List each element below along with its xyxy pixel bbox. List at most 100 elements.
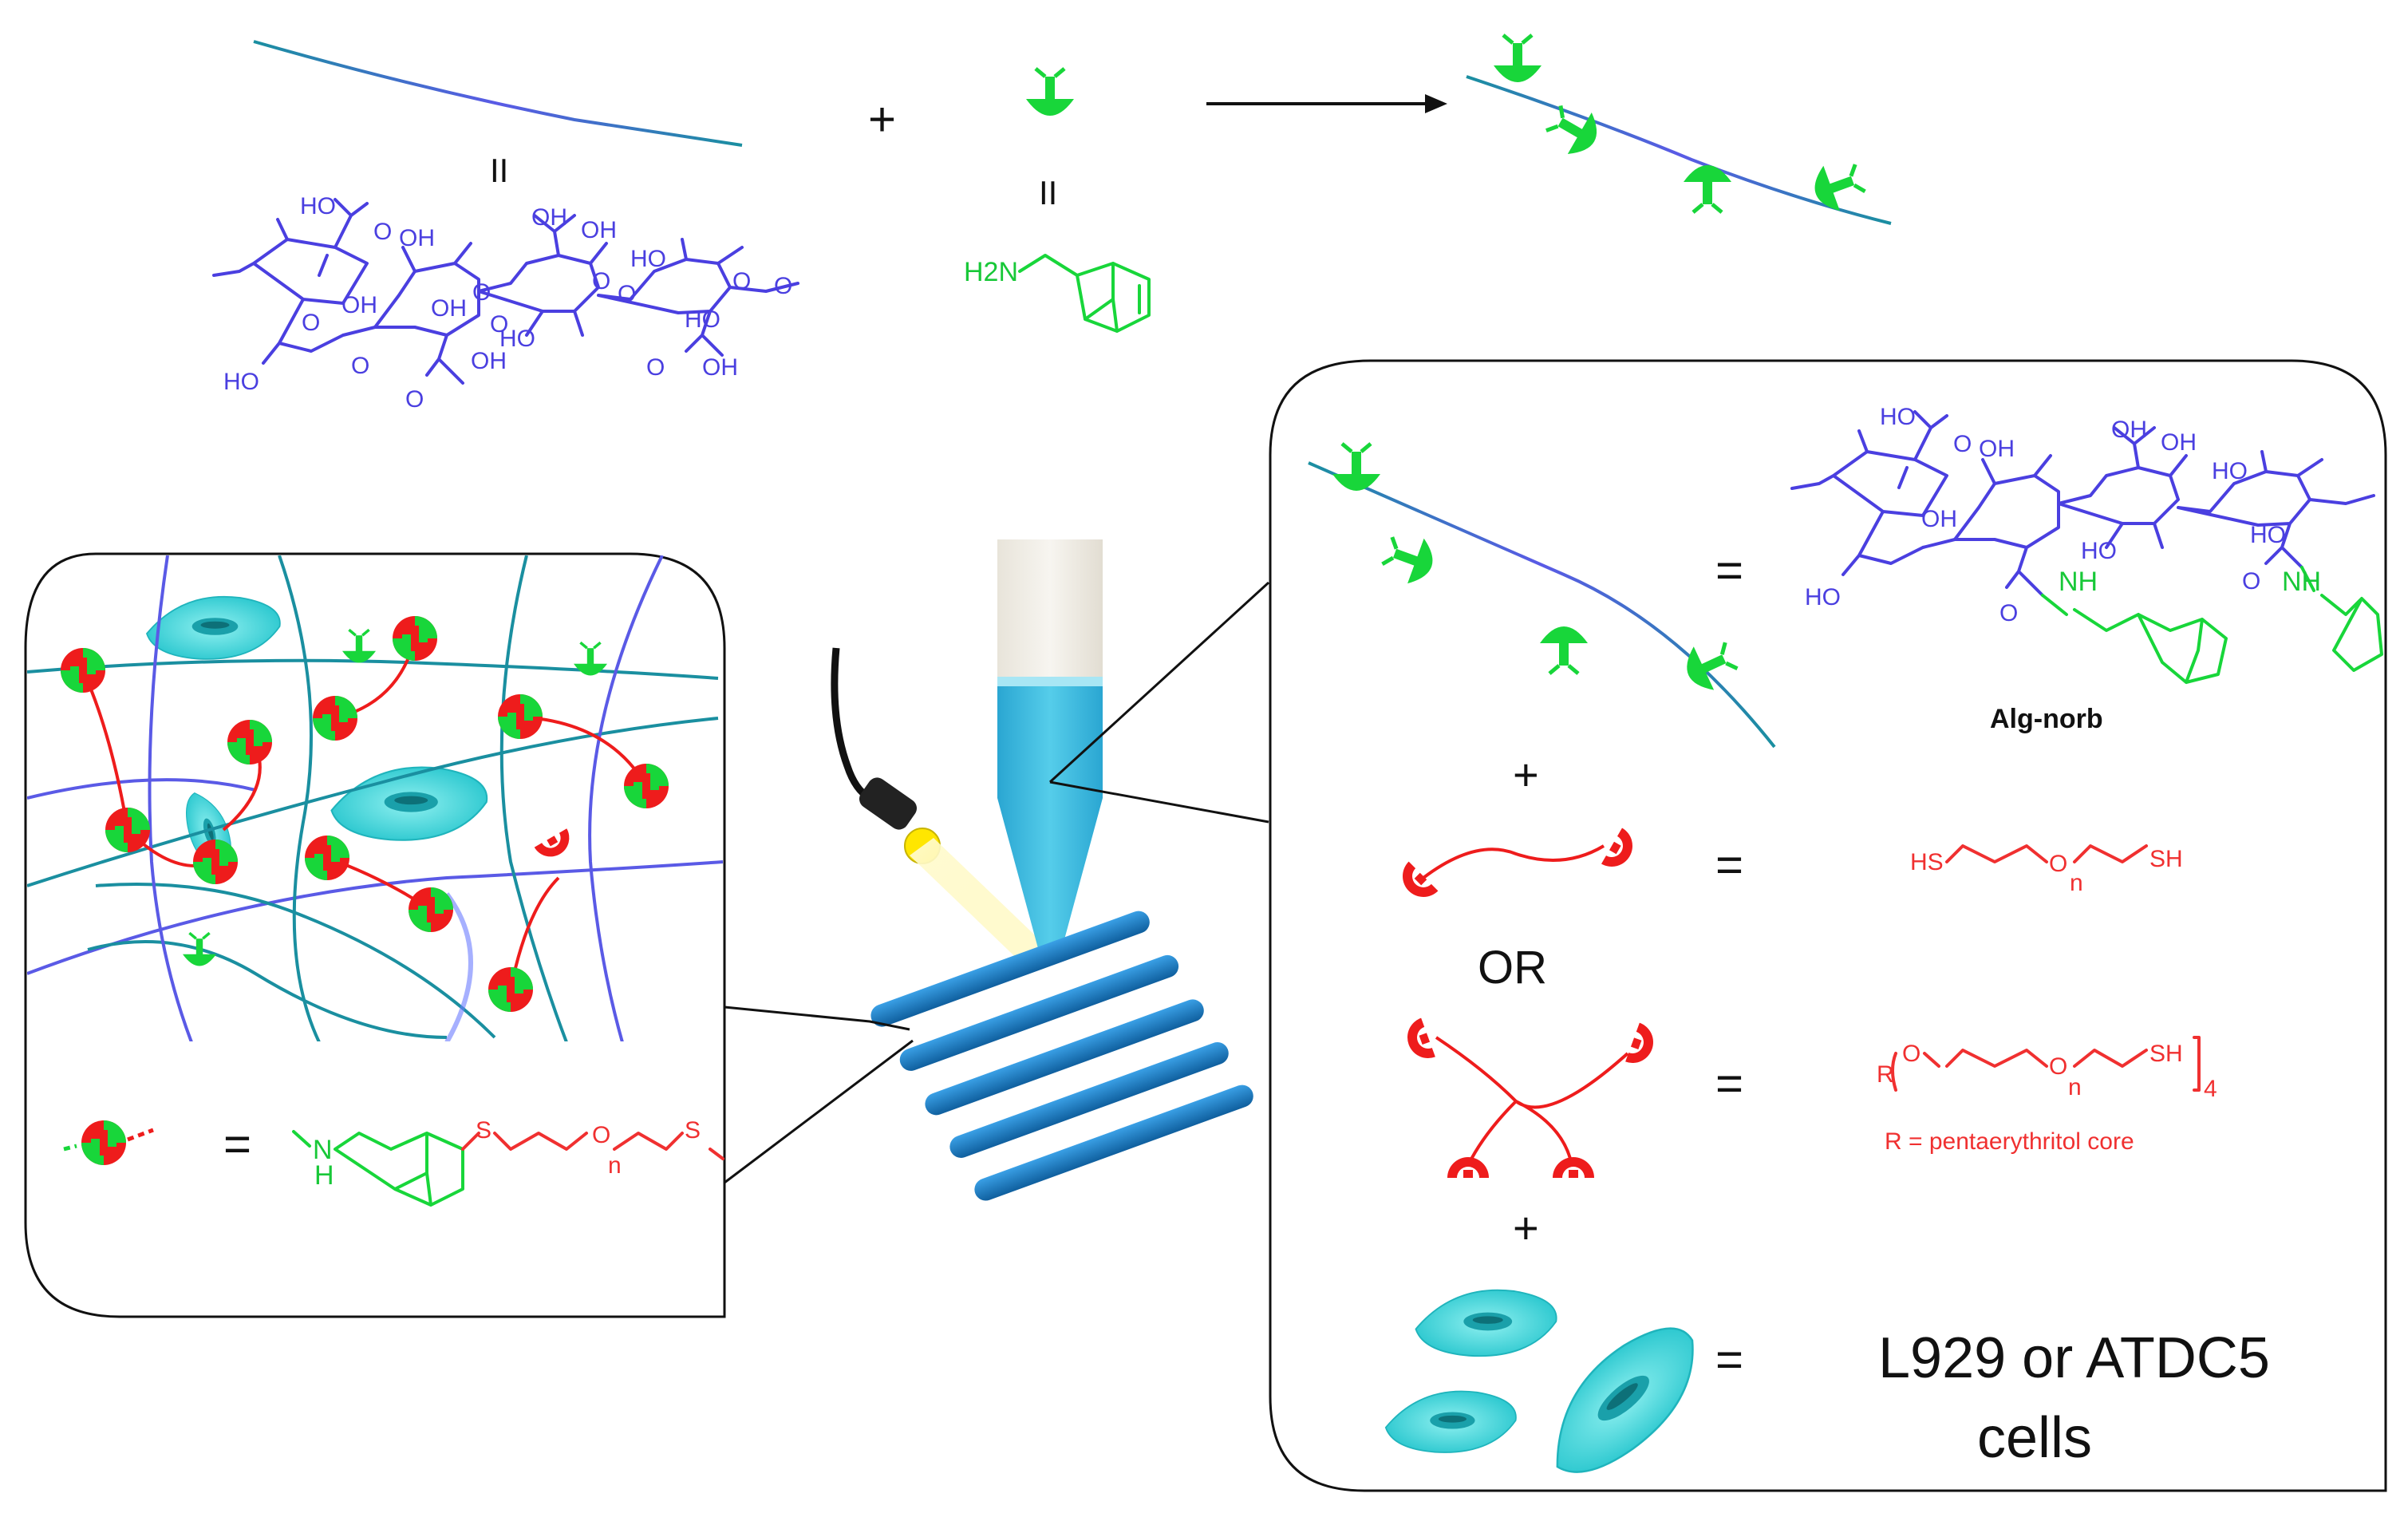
arm-o-2: O bbox=[2049, 1053, 2067, 1080]
network-junction-1 bbox=[61, 648, 105, 693]
r-alg-o-3: O bbox=[2242, 568, 2260, 595]
hydrogel-network-panel: = N H S O n S bbox=[24, 552, 726, 1318]
legend-s-label-2: S bbox=[685, 1117, 701, 1144]
alg-label-o-5: O bbox=[472, 279, 491, 306]
arm-n: n bbox=[2068, 1074, 2082, 1100]
alg-label-oh-6: OH bbox=[581, 217, 617, 243]
alg-label-o-8: O bbox=[618, 281, 636, 307]
alg-norb-product-top bbox=[1466, 35, 1892, 225]
r-alg-oh-1: OH bbox=[1979, 436, 2015, 462]
alg-label-oh-1: OH bbox=[399, 225, 435, 251]
row2-equals: = bbox=[1715, 838, 1743, 891]
arm-subscript: 4 bbox=[2204, 1076, 2217, 1102]
norbornene-amine-structure: H2N bbox=[964, 254, 1151, 333]
product-norb-1 bbox=[1494, 35, 1542, 82]
alg-norb-row: = HO OH O OH HO OH OH HO HO HO O O bbox=[1308, 404, 2383, 749]
network-junction-11 bbox=[488, 967, 533, 1012]
dithiol-sh: SH bbox=[2149, 846, 2183, 872]
callout-line-right bbox=[1048, 581, 1270, 784]
network-junction-5 bbox=[624, 764, 669, 808]
r-alg-ho-3: HO bbox=[2081, 538, 2117, 564]
row1-equals: = bbox=[1715, 543, 1743, 597]
bioprinter-illustration bbox=[724, 539, 1270, 1201]
alg-label-o-11: O bbox=[774, 273, 792, 299]
alg-label-o-2: O bbox=[302, 310, 320, 336]
alg-label-ho-3: HO bbox=[499, 326, 535, 352]
network-junction-8 bbox=[193, 840, 238, 884]
alg-label-o-6: O bbox=[490, 311, 508, 338]
alg-label-oh-2: OH bbox=[341, 292, 377, 318]
parallel-sign-left: II bbox=[490, 152, 508, 189]
junction-legend: = N H S O n S bbox=[63, 1117, 724, 1207]
top-reaction-scheme: II HO OH OH O HO O O OH O OH O OH O OH O… bbox=[212, 35, 1892, 413]
alg-label-o-3: O bbox=[351, 353, 369, 379]
alg-label-o-10: O bbox=[646, 354, 665, 381]
network-junction-9 bbox=[305, 836, 349, 880]
network-junction-2 bbox=[393, 616, 437, 661]
dithiol-hs: HS bbox=[1910, 849, 1944, 875]
norbornene-symbol bbox=[1026, 69, 1074, 116]
r-alg-o-2: O bbox=[1999, 600, 2018, 626]
cells-row: = L929 or ATDC5 cells bbox=[1384, 1289, 2270, 1495]
plus-sign-top: + bbox=[868, 93, 896, 146]
network-junction-7 bbox=[105, 808, 150, 852]
h2n-label: H2N bbox=[964, 257, 1018, 287]
arm-core-note: R = pentaerythritol core bbox=[1885, 1128, 2134, 1155]
legend-junction bbox=[81, 1120, 126, 1165]
callout-line-right-2 bbox=[1049, 780, 1269, 824]
r-alg-ho-1: HO bbox=[1880, 404, 1916, 430]
right-plus-1: + bbox=[1513, 749, 1539, 800]
network-junction-10 bbox=[409, 887, 453, 932]
alg-label-ho-1: HO bbox=[300, 193, 336, 219]
alg-label-oh-5: OH bbox=[531, 204, 567, 231]
parallel-sign-right: II bbox=[1039, 174, 1057, 211]
alg-norb-label: Alg-norb bbox=[1990, 704, 2103, 734]
peg-dithiol-row: = HS O n SH bbox=[1394, 828, 2183, 906]
alg-label-oh-3: OH bbox=[431, 295, 467, 322]
callout-line-left bbox=[724, 1005, 910, 1031]
legend-n-label: N bbox=[313, 1135, 333, 1165]
network-junction-4 bbox=[498, 694, 543, 739]
light-cable bbox=[831, 647, 872, 801]
r-alg-oh-3: OH bbox=[2111, 417, 2147, 443]
dithiol-n: n bbox=[2070, 870, 2083, 896]
r-alg-oh-2: OH bbox=[1921, 506, 1957, 532]
legend-o-label: O bbox=[592, 1122, 610, 1148]
alg-label-oh-7: OH bbox=[702, 354, 738, 381]
legend-equals: = bbox=[223, 1117, 251, 1171]
reaction-arrow bbox=[1206, 94, 1447, 113]
cells-label-line2: cells bbox=[1977, 1406, 2092, 1470]
r-alg-o-1: O bbox=[1953, 431, 1972, 457]
product-norb-4 bbox=[1808, 156, 1869, 217]
callout-line-left-2 bbox=[724, 1039, 914, 1184]
nozzle bbox=[997, 539, 1103, 951]
r-amide-nh-2: NH bbox=[2282, 567, 2321, 597]
alg-label-ho-4: HO bbox=[630, 246, 666, 272]
network-junction-6 bbox=[227, 720, 272, 764]
r-alg-ho-5: HO bbox=[2250, 522, 2286, 548]
light-beam bbox=[910, 838, 1052, 969]
right-plus-2: + bbox=[1513, 1203, 1539, 1253]
printed-strands bbox=[870, 911, 1253, 1201]
components-panel: = HO OH O OH HO OH OH HO HO HO O O bbox=[1269, 359, 2387, 1495]
row4-equals: = bbox=[1715, 1333, 1743, 1386]
network-junction-3 bbox=[313, 696, 357, 741]
network-view bbox=[27, 555, 723, 1042]
peg-4arm-row: = R O O n SH 4 R = pentaerythritol core bbox=[1401, 1017, 2217, 1178]
alginate-chain bbox=[253, 40, 743, 147]
legend-s-label-1: S bbox=[476, 1117, 491, 1144]
alg-label-o-9: O bbox=[732, 268, 751, 294]
alg-label-o-1: O bbox=[373, 219, 392, 245]
alg-norb-structure: HO OH O OH HO OH OH HO HO HO O O NH NH bbox=[1790, 404, 2383, 684]
alg-label-ho-5: HO bbox=[685, 306, 720, 333]
row3-equals: = bbox=[1715, 1057, 1743, 1110]
alg-label-oh-4: OH bbox=[471, 348, 507, 374]
or-label: OR bbox=[1478, 942, 1547, 994]
arm-o: O bbox=[1902, 1041, 1920, 1067]
alg-label-o-4: O bbox=[405, 386, 424, 413]
arm-sh: SH bbox=[2149, 1041, 2183, 1067]
r-amide-nh-1: NH bbox=[2059, 567, 2098, 597]
dithiol-o: O bbox=[2049, 851, 2067, 877]
